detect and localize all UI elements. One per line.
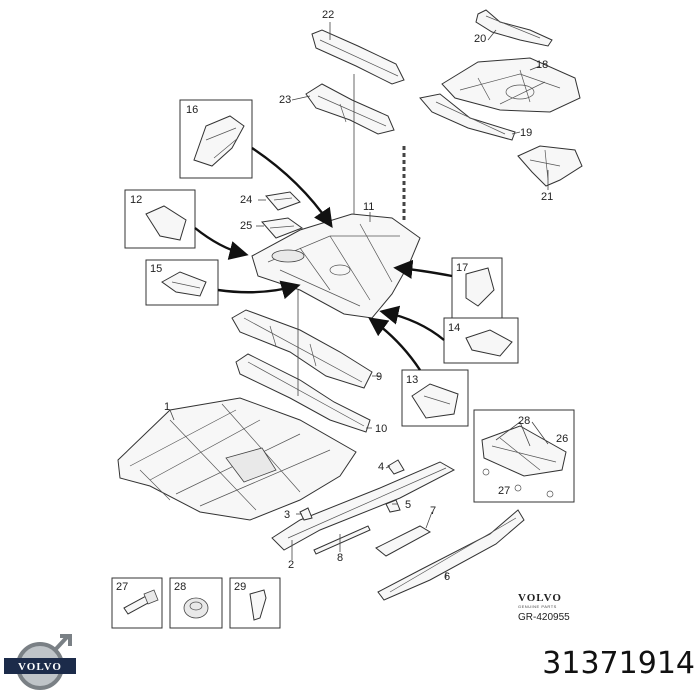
callout-labels: 22 23 20 18 19 21 16 12 24 25 11 15 17 1… xyxy=(116,9,568,593)
part-23-tunnel-reinforcement xyxy=(305,83,395,135)
part-2-sill xyxy=(271,461,456,551)
part-22-tunnel-rear xyxy=(311,29,405,85)
inset-29 xyxy=(229,577,281,629)
pointer-arrows xyxy=(194,147,453,371)
callout-28-inset: 28 xyxy=(174,581,186,593)
callout-1: 1 xyxy=(164,401,170,413)
callout-6: 6 xyxy=(444,571,450,583)
part-8-strip xyxy=(313,525,371,555)
callout-14: 14 xyxy=(448,322,460,334)
inset-12 xyxy=(124,189,196,249)
diagram-reference: GR-420955 xyxy=(518,612,570,623)
part-10-side-rail xyxy=(235,353,371,433)
callout-7: 7 xyxy=(430,505,436,517)
callout-11: 11 xyxy=(363,201,374,213)
callout-20: 20 xyxy=(474,33,486,45)
inset-26-28 xyxy=(473,409,575,503)
callout-19: 19 xyxy=(520,127,532,139)
inset-15 xyxy=(145,259,219,306)
callout-8: 8 xyxy=(337,552,343,564)
inset-28 xyxy=(169,577,223,629)
callout-25: 25 xyxy=(240,220,252,232)
part-6-outer-sill xyxy=(377,509,525,601)
inset-16 xyxy=(179,99,253,179)
branding-block: VOLVO GENUINE PARTS GR-420955 xyxy=(518,592,570,623)
callout-13: 13 xyxy=(406,374,418,386)
callout-22: 22 xyxy=(322,9,334,21)
inset-14 xyxy=(443,317,519,364)
callout-4: 4 xyxy=(378,461,384,473)
callout-18: 18 xyxy=(536,59,548,71)
part-5-clip xyxy=(385,499,401,513)
callout-17: 17 xyxy=(456,262,468,274)
callout-21: 21 xyxy=(541,191,553,203)
callout-24: 24 xyxy=(240,194,252,206)
part-1-floor-assembly xyxy=(117,397,357,521)
volvo-logo-icon: VOLVO xyxy=(4,634,76,690)
callout-16: 16 xyxy=(186,104,198,116)
callout-9: 9 xyxy=(376,371,382,383)
callout-10: 10 xyxy=(375,423,387,435)
callout-2: 2 xyxy=(288,559,294,571)
part-number: 31371914 xyxy=(542,646,695,681)
callout-27: 27 xyxy=(498,485,510,497)
part-4-clip xyxy=(387,459,405,475)
part-19-rear-rail xyxy=(419,93,516,141)
inset-13 xyxy=(401,369,469,427)
callout-27-inset: 27 xyxy=(116,581,128,593)
brand-name: VOLVO xyxy=(518,592,562,604)
callout-15: 15 xyxy=(150,263,162,275)
leader-lines xyxy=(169,22,549,578)
callout-5: 5 xyxy=(405,499,411,511)
part-7-strip xyxy=(375,525,432,557)
part-24-plate xyxy=(265,191,301,211)
part-18-rear-floor xyxy=(441,57,581,113)
brand-subtitle: GENUINE PARTS xyxy=(518,604,557,609)
part-25-plate xyxy=(261,217,304,239)
part-11-front-floor xyxy=(251,213,421,319)
part-21-bracket xyxy=(517,145,583,187)
callout-29: 29 xyxy=(234,581,246,593)
part-9-tunnel xyxy=(231,309,373,389)
part-20-crossmember xyxy=(475,9,553,47)
logo-text: VOLVO xyxy=(18,661,62,673)
callout-23: 23 xyxy=(279,94,291,106)
callout-3: 3 xyxy=(284,509,290,521)
callout-12: 12 xyxy=(130,194,142,206)
part-3-clip xyxy=(299,507,313,521)
callout-28: 28 xyxy=(518,415,530,427)
inset-17 xyxy=(451,257,503,321)
inset-27 xyxy=(111,577,163,629)
callout-26: 26 xyxy=(556,433,568,445)
